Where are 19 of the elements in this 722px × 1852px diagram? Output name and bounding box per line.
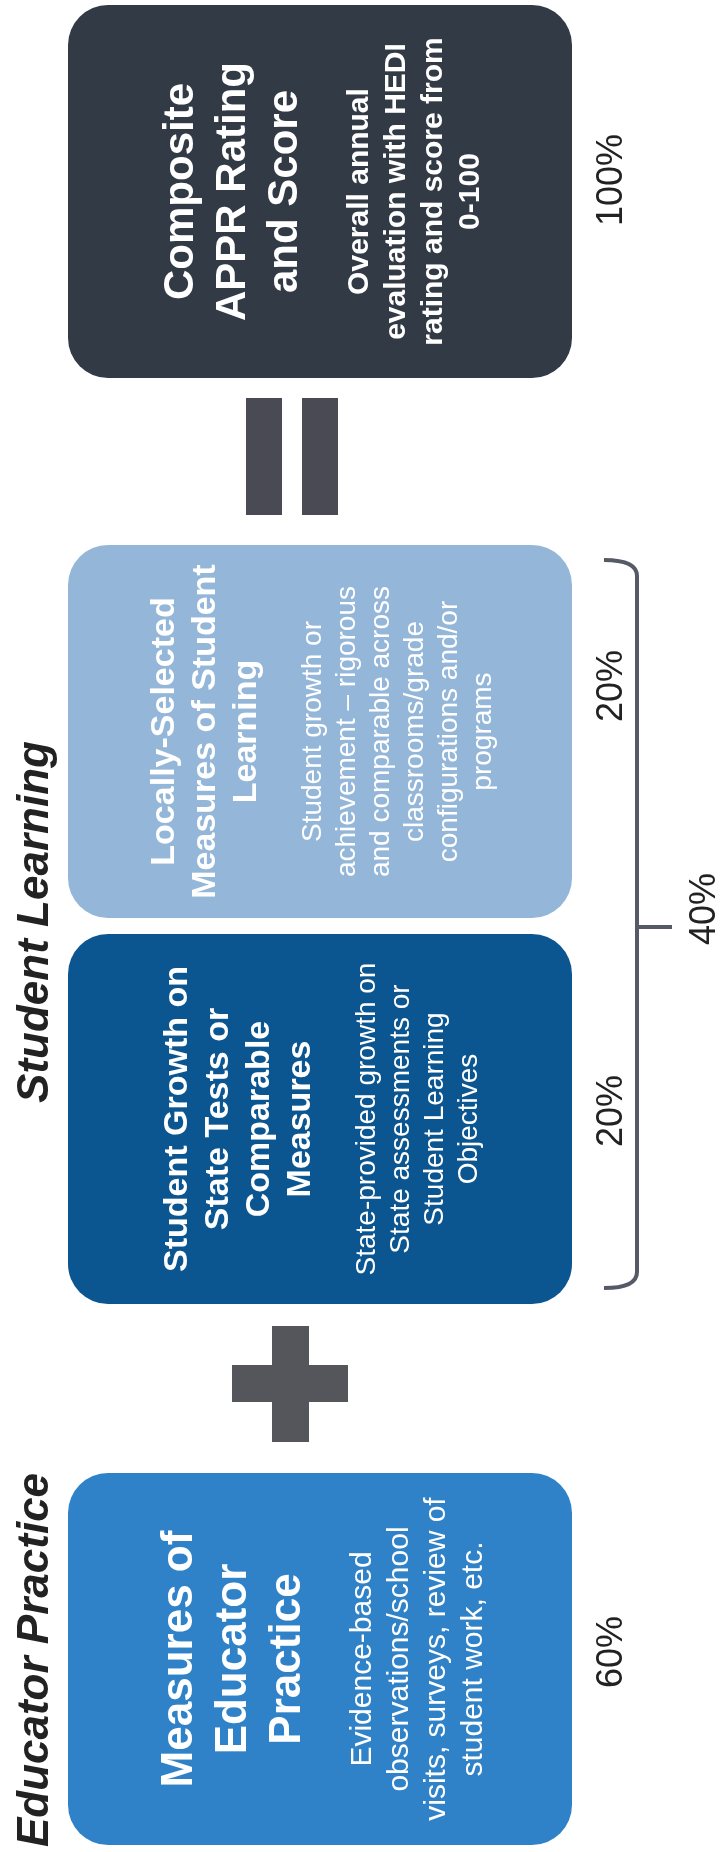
percentage-label: 40% xyxy=(681,872,722,946)
percentage-label: 100% xyxy=(588,133,631,227)
card-description: Overall annual evaluation with HEDI rating and score from 0-100 xyxy=(340,36,486,348)
percentage-label: 20% xyxy=(588,1074,631,1148)
rounded-card xyxy=(68,1473,572,1845)
card-heading: Measures of Educator Practice xyxy=(151,1529,310,1790)
group-heading: Student Learning xyxy=(10,741,56,1103)
card-heading: Student Growth on State Tests or Comparable Measures xyxy=(155,965,318,1274)
rounded-card xyxy=(68,5,572,378)
card-heading: Locally-Selected Measures of Student Learning xyxy=(141,563,264,901)
card-description: State-provided growth on State assessments or Student Learning Objectives xyxy=(349,961,484,1278)
card-description: Evidence-based observations/school visits, surveys, review of student work, etc. xyxy=(343,1496,489,1823)
group-heading: Educator Practice xyxy=(10,1472,56,1848)
rounded-card xyxy=(68,934,572,1304)
percentage-label: 60% xyxy=(588,1615,631,1689)
percentage-label: 20% xyxy=(588,649,631,723)
card-description: Student growth or achievement – rigorous and comparable across classrooms/grade configurations and/or programs xyxy=(294,585,498,880)
rounded-card xyxy=(68,545,572,918)
card-heading: Composite APPR Rating and Score xyxy=(154,61,307,323)
